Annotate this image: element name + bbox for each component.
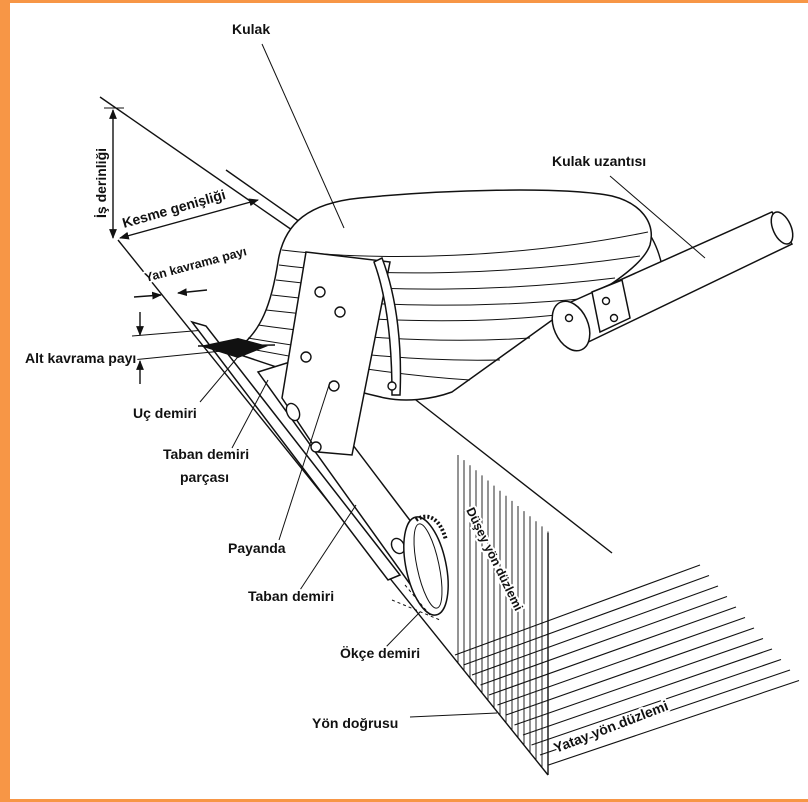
frog-plate-hole	[310, 441, 322, 453]
horizontal-plane-line	[488, 606, 737, 696]
frog-plate-hole	[328, 380, 340, 392]
horizontal-plane-line	[480, 595, 728, 686]
label-taban-demiri: Taban demiri	[248, 588, 334, 604]
heel-dashed-line	[391, 599, 441, 621]
leader-okce-demiri	[384, 611, 421, 649]
leader-payanda	[278, 381, 331, 541]
label-yan-kavrama-payi: Yan kavrama payı	[143, 244, 248, 285]
label-is-derinligi: İş derinliği	[93, 148, 109, 218]
label-okce-demiri: Ökçe demiri	[340, 645, 420, 661]
label-yon-dogrusu: Yön doğrusu	[312, 715, 398, 731]
furrow-top-edge-line	[99, 96, 293, 231]
heel-dashed-line	[404, 584, 431, 616]
horizontal-plane-line	[531, 658, 782, 746]
label-kulak: Kulak	[232, 21, 270, 37]
horizontal-plane-line	[522, 648, 773, 736]
horizontal-plane-line	[463, 574, 710, 666]
horizontal-plane-line	[548, 679, 800, 766]
horizontal-plane-line	[497, 616, 746, 706]
label-payanda: Payanda	[228, 540, 286, 556]
horizontal-plane-line	[471, 585, 719, 676]
share-tip	[200, 338, 268, 358]
leader-taban-demiri	[299, 504, 357, 591]
rod-base-ring	[551, 300, 591, 352]
side-clearance-arrow-right	[177, 288, 208, 296]
furrow-inner-edge-line	[225, 169, 301, 223]
plow-body	[190, 251, 449, 621]
leader-alt-kavrama-payi	[131, 350, 223, 361]
frog-plate-hole	[334, 306, 346, 318]
rod-clamp	[591, 278, 631, 334]
frog-plate-hole	[314, 286, 326, 298]
frog-plate-hole	[300, 351, 312, 363]
landside-thin-bar	[190, 320, 402, 581]
leader-taban-demiri-parcasi	[231, 379, 269, 449]
label-uc-demiri: Uç demiri	[133, 405, 197, 421]
horizontal-plane-line	[505, 627, 755, 716]
rod-end-cap	[770, 211, 794, 245]
leader-yon-dogrusu	[409, 712, 498, 718]
label-kulak-uzantisi: Kulak uzantısı	[552, 153, 646, 169]
frog-back-bolt	[387, 381, 397, 391]
dimension-lines	[104, 107, 259, 384]
moldboard-extension-rod	[551, 211, 794, 352]
heel-disc-inner	[413, 523, 443, 609]
horizontal-plane-line	[454, 564, 701, 656]
leader-kulak	[261, 43, 345, 229]
leader-kulak-uzantisi	[609, 175, 706, 259]
horizontal-plane-line	[514, 637, 764, 726]
side-clearance-arrow-left	[133, 291, 162, 300]
leader-lines	[131, 43, 706, 718]
label-kesme-genisligi: Kesme genişliği	[120, 186, 227, 231]
cutting-width-dimension-line	[119, 198, 259, 240]
rod-clamp-bolt	[601, 296, 611, 306]
bottom-clearance-upper-guide	[131, 329, 206, 337]
leader-uc-demiri	[199, 351, 243, 403]
vertical-plane-top-edge	[397, 385, 613, 554]
heel-disc	[403, 516, 449, 616]
rod-base-bolt	[564, 313, 574, 323]
horizontal-plane-line	[539, 669, 791, 756]
vertical-plane-hatching	[457, 455, 549, 775]
frog-back-strip	[373, 256, 402, 396]
rod-clamp-bolt	[609, 313, 619, 323]
frog-plate-hole	[285, 402, 301, 422]
label-alt-kavrama-payi: Alt kavrama payı	[25, 350, 136, 366]
label-taban-demiri-parcasi-line2: parçası	[180, 469, 229, 485]
label-taban-demiri-parcasi-line1: Taban demiri	[163, 446, 249, 462]
